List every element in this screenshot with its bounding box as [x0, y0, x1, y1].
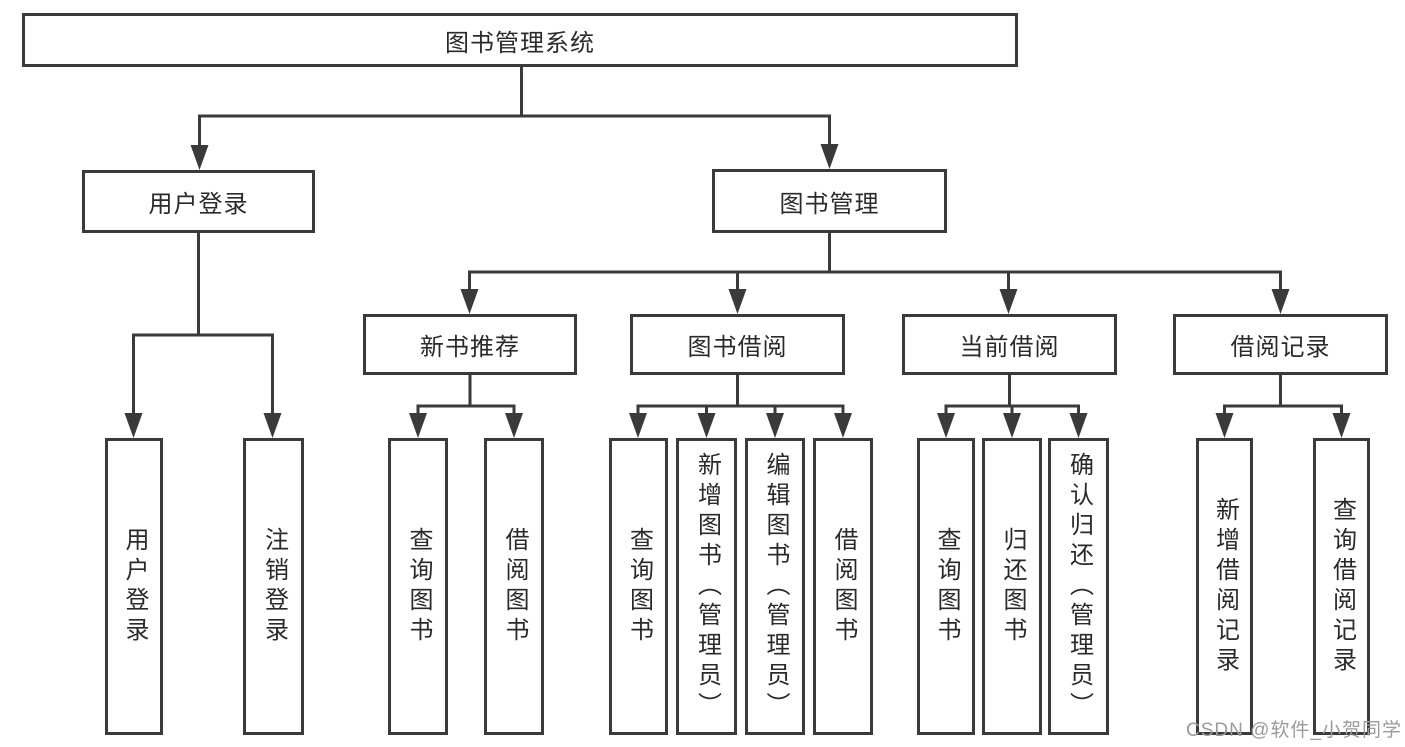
arrow-down-icon: [190, 144, 839, 170]
connector-root-to-level2: [190, 67, 839, 170]
leaf-edit-books-admin: 编辑图书（管理员）: [745, 438, 805, 735]
connector-user-login-to-leaves: [124, 233, 282, 438]
node-user-login: 用户登录: [82, 170, 315, 233]
connector-borrow-record-to-leaves: [1215, 375, 1351, 438]
arrow-down-icon: [1215, 413, 1351, 438]
node-current-borrowing: 当前借阅: [902, 314, 1117, 375]
arrow-down-icon: [460, 289, 1290, 314]
node-book-management: 图书管理: [712, 169, 947, 233]
arrow-down-icon: [124, 413, 282, 438]
node-book-borrowing: 图书借阅: [630, 314, 845, 375]
leaf-borrow-books-2: 借阅图书: [813, 438, 873, 735]
connector-current-borrow-to-leaves: [937, 375, 1088, 438]
node-new-book-recommend: 新书推荐: [363, 314, 577, 375]
leaf-return-books: 归还图书: [982, 438, 1042, 735]
arrow-down-icon: [409, 413, 523, 438]
arrow-down-icon: [629, 413, 852, 438]
leaf-query-books-3: 查询图书: [917, 438, 975, 735]
leaf-add-borrow-record: 新增借阅记录: [1196, 438, 1253, 735]
leaf-confirm-return-admin: 确认归还（管理员）: [1048, 438, 1109, 735]
node-borrowing-records: 借阅记录: [1173, 314, 1388, 375]
leaf-user-login: 用户登录: [105, 438, 163, 735]
leaf-logout: 注销登录: [243, 438, 304, 735]
csdn-watermark: CSDN @软件_小贺同学: [1186, 720, 1402, 741]
node-library-management-system: 图书管理系统: [22, 13, 1018, 67]
connector-book-mgmt-to-level3: [460, 233, 1290, 314]
connector-book-borrow-to-leaves: [629, 375, 852, 438]
leaf-query-books-2: 查询图书: [609, 438, 668, 735]
arrow-down-icon: [937, 413, 1088, 438]
leaf-query-borrow-record: 查询借阅记录: [1313, 438, 1370, 735]
leaf-borrow-books: 借阅图书: [484, 438, 544, 735]
leaf-add-books-admin: 新增图书（管理员）: [676, 438, 737, 735]
connector-new-book-rec-to-leaves: [409, 375, 523, 438]
leaf-query-books: 查询图书: [388, 438, 448, 735]
